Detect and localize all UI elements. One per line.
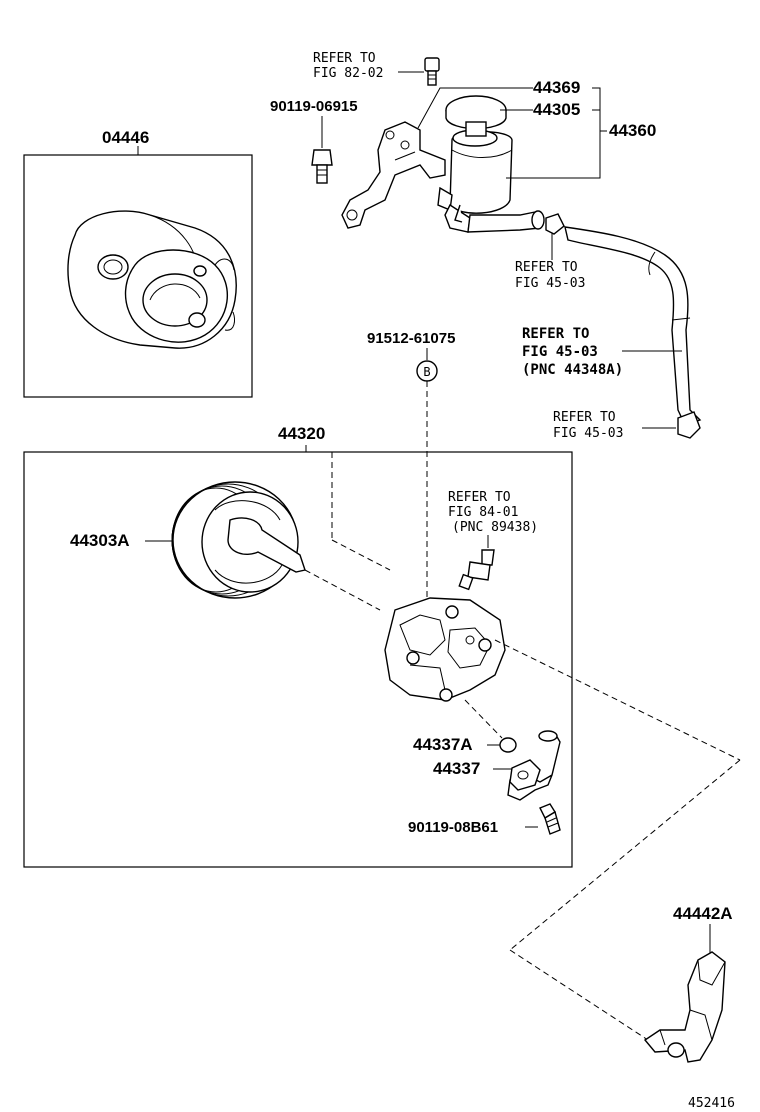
reservoir-tank-44360: [437, 129, 545, 233]
label-44320: 44320: [278, 424, 325, 443]
reservoir-group: REFER TO FIG 82-02 90119-06915: [270, 51, 656, 291]
label-44303A: 44303A: [70, 531, 130, 550]
ref-82-02-line1: REFER TO: [313, 51, 376, 66]
bracket-44442A: [643, 951, 726, 1063]
seal-kit-illustration: [67, 210, 237, 349]
reservoir-cap-44305: [445, 95, 507, 137]
ref-45-03-top-line2: FIG 45-03: [515, 276, 585, 291]
label-44369: 44369: [533, 78, 580, 97]
pump-assembly-44320: 44320 44303A: [23, 424, 741, 868]
bolt-90119-08B61: [539, 803, 561, 835]
ref-45-03-pnc-line2: FIG 45-03: [522, 344, 598, 360]
ref-45-03-pnc-line1: REFER TO: [522, 326, 589, 342]
kit-04446-group: 04446: [23, 128, 253, 398]
return-hose: [564, 226, 702, 439]
ref-84-01-line1: REFER TO: [448, 490, 511, 505]
label-44337: 44337: [433, 759, 480, 778]
label-44337A: 44337A: [413, 735, 473, 754]
ref-45-03-pnc-line3: (PNC 44348A): [522, 362, 623, 378]
bolt-90119-06915: [311, 149, 333, 184]
ref-45-03-bottom-line2: FIG 45-03: [553, 426, 623, 441]
pressure-switch: [458, 549, 495, 591]
ref-45-03-top-line1: REFER TO: [515, 260, 578, 275]
assembly-box-44320: [23, 451, 573, 868]
clamp-top: [545, 213, 565, 235]
ref-84-01-line2: FIG 84-01: [448, 505, 518, 520]
label-90119-08B61: 90119-08B61: [408, 819, 498, 836]
bracket-44369: [341, 121, 446, 229]
union-44337: [507, 730, 561, 801]
ref-84-01-line3: (PNC 89438): [452, 520, 538, 535]
label-44442A: 44442A: [673, 904, 733, 923]
pump-body: [384, 597, 741, 761]
ref-82-02-line2: FIG 82-02: [313, 66, 383, 81]
ref-45-03-bottom-line1: REFER TO: [553, 410, 616, 425]
label-04446: 04446: [102, 128, 149, 147]
svg-text:B: B: [423, 365, 430, 379]
callout-b-marker: B: [416, 360, 438, 382]
figure-id: 452416: [688, 1096, 735, 1111]
label-90119-06915: 90119-06915: [270, 98, 358, 115]
o-ring-44337A: [499, 737, 517, 753]
pulley-44303A: [171, 481, 381, 611]
label-91512-61075: 91512-61075: [367, 330, 455, 347]
bracket-44442A-group: 44442A: [509, 759, 741, 1063]
label-44360: 44360: [609, 121, 656, 140]
label-44305: 44305: [533, 100, 580, 119]
bolt-82-02: [424, 57, 440, 86]
